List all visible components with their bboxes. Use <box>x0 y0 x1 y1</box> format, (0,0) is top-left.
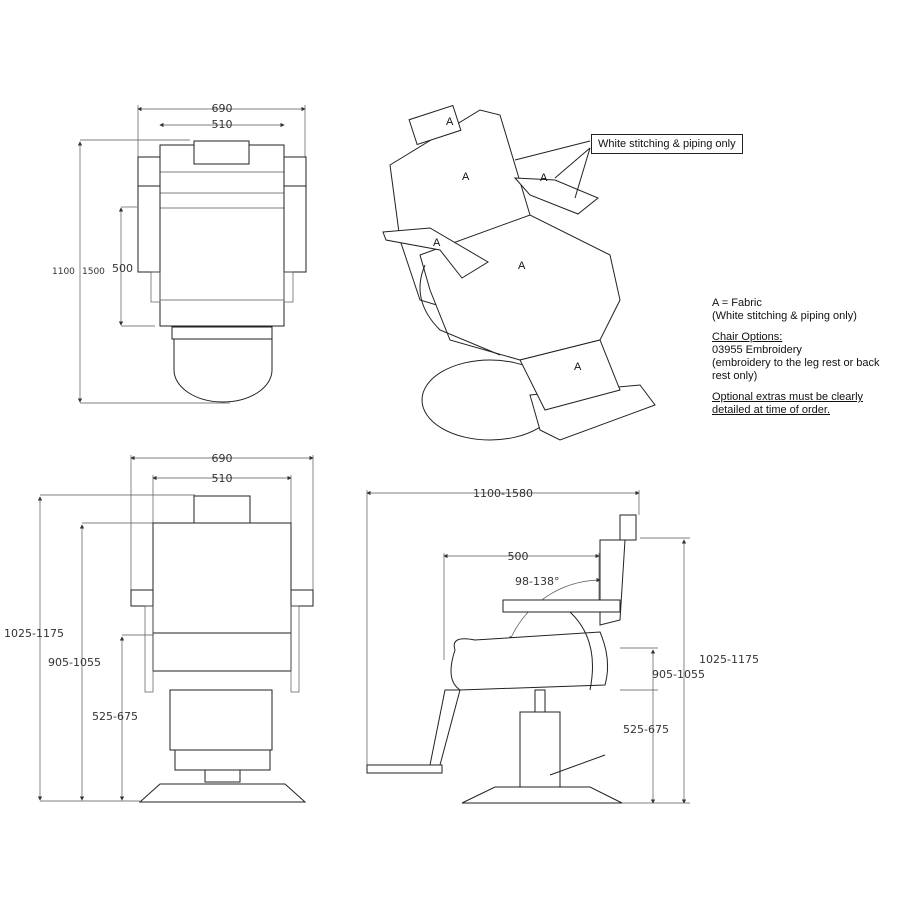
isometric-view: A A A A A A <box>382 104 656 441</box>
side-view: 1100-1580 500 98-138° 1025-1175 905-1055… <box>366 487 759 804</box>
front-view: 690 510 1025-1175 905-1055 525-675 <box>4 452 314 803</box>
note-option-code: 03955 Embroidery <box>712 344 802 356</box>
fabric-label-legrest: A <box>574 361 582 373</box>
fabric-label-seat: A <box>518 260 526 272</box>
dim-recline-angle: 98-138° <box>515 575 559 588</box>
note-options-heading: Chair Options: <box>712 331 783 343</box>
dim-side-length: 1100-1580 <box>473 487 533 500</box>
dim-seat-depth: 500 <box>112 262 133 275</box>
fabric-label-arm-left: A <box>433 237 441 249</box>
dim-front-width-outer: 690 <box>212 452 233 465</box>
dim-front-height-total: 1025-1175 <box>4 627 64 640</box>
dim-width-outer: 690 <box>212 102 233 115</box>
dim-side-height-seat: 525-675 <box>623 723 669 736</box>
dim-front-width-inner: 510 <box>212 472 233 485</box>
fabric-label-headrest: A <box>446 116 454 128</box>
stitching-callout: White stitching & piping only <box>591 134 743 154</box>
fabric-label-arm-right: A <box>540 172 548 184</box>
dim-side-seat-depth: 500 <box>508 550 529 563</box>
dim-width-inner: 510 <box>212 118 233 131</box>
note-fabric: A = Fabric <box>712 297 762 309</box>
dim-length-max: 1500 <box>82 267 105 277</box>
fabric-label-backrest: A <box>462 171 470 183</box>
dim-front-height-arm: 905-1055 <box>48 656 101 669</box>
note-warning-2: detailed at time of order. <box>712 404 831 416</box>
dim-side-height-arm: 905-1055 <box>652 668 705 681</box>
note-option-detail: (embroidery to the leg rest or back rest… <box>712 357 880 382</box>
notes-panel: A = Fabric(White stitching & piping only… <box>712 297 897 425</box>
dim-front-height-seat: 525-675 <box>92 710 138 723</box>
dim-side-height-total: 1025-1175 <box>699 653 759 666</box>
dim-length-min: 1100 <box>52 267 75 277</box>
top-view: 690 510 1100 1500 500 <box>52 102 307 404</box>
note-fabric-detail: (White stitching & piping only) <box>712 310 857 322</box>
note-warning-1: Optional extras must be clearly <box>712 391 864 403</box>
